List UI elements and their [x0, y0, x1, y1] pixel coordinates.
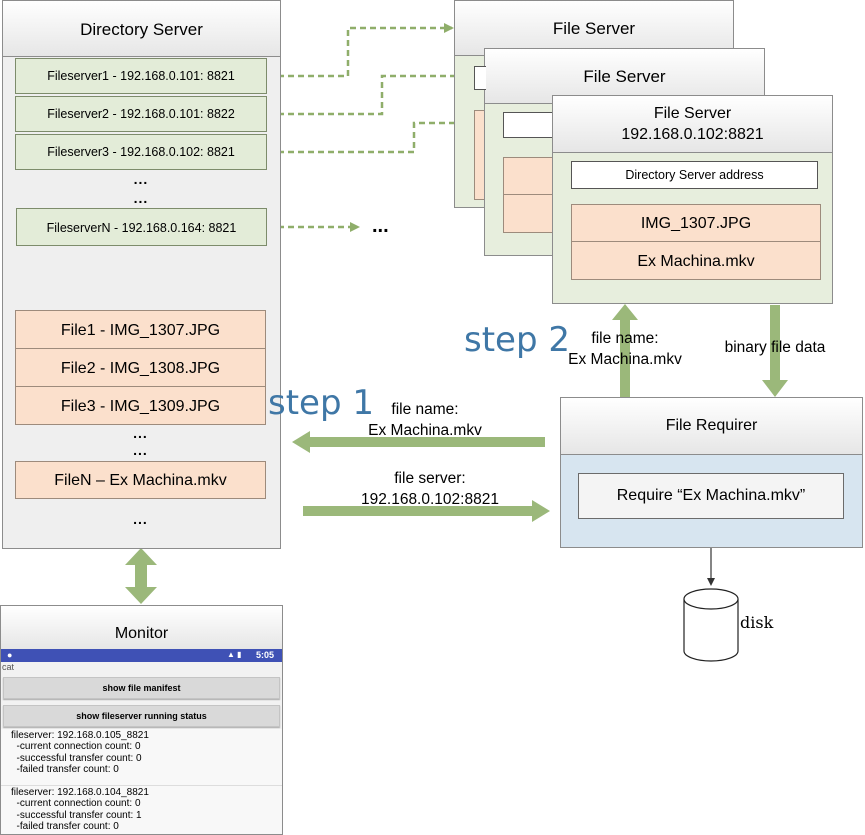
server-status-item: fileserver: 192.168.0.105_8821 -current … [1, 729, 282, 786]
disk-label: disk [740, 613, 774, 632]
registration-arrow-2 [268, 71, 484, 116]
android-status-bar: ● ▲ ▮ 5:05 [1, 649, 282, 662]
file-entry: FileN – Ex Machina.mkv [15, 461, 266, 499]
row-divider [503, 194, 563, 195]
file-server-front-address: 192.168.0.102:8821 [621, 126, 764, 143]
server-status-name: fileserver: 192.168.0.104_8821 [11, 787, 149, 798]
more-servers-ellipsis: ... [372, 215, 389, 237]
fileserver-entry: Fileserver3 - 192.168.0.102: 8821 [15, 134, 267, 170]
disk-icon [683, 588, 739, 662]
server-status-stats: -current connection count: 0 -successful… [16, 798, 142, 832]
step2-request-arrow [612, 304, 638, 397]
step-2-label: step 2 [464, 320, 570, 360]
file-entry: File3 - IMG_1309.JPG [15, 386, 266, 425]
step2-response-label: binary file data [724, 339, 826, 356]
server-status-name: fileserver: 192.168.0.105_8821 [11, 730, 149, 741]
status-time: 5:05 [256, 650, 275, 660]
file-server-front-title: File Server [653, 105, 732, 122]
file-entry: File1 - IMG_1307.JPG [15, 310, 266, 349]
monitor-title: Monitor [0, 605, 283, 649]
fileserver-entry: Fileserver2 - 192.168.0.101: 8822 [15, 96, 267, 132]
step2-response-arrow [762, 305, 788, 397]
signal-battery-icon: ▲ ▮ [227, 650, 242, 659]
file-server-middle-title: File Server [484, 48, 765, 104]
step-1-label: step 1 [268, 383, 374, 423]
ellipsis: ... [133, 425, 148, 441]
server-status-item: fileserver: 192.168.0.104_8821 -current … [1, 786, 282, 834]
notification-icon: ● [7, 650, 13, 660]
file-server-file: IMG_1307.JPG [571, 204, 821, 242]
step1-response-label: file server: 192.168.0.102:8821 [361, 470, 499, 508]
step2-request-label: file name: Ex Machina.mkv [568, 330, 682, 368]
directory-server-address-box: Directory Server address [571, 161, 818, 189]
ellipsis: ... [133, 171, 149, 187]
registration-arrow-1 [268, 23, 454, 78]
file-requirer-title: File Requirer [560, 397, 863, 455]
fileserver-entry: Fileserver1 - 192.168.0.101: 8821 [15, 58, 267, 94]
file-server-back-address-box [474, 66, 486, 90]
app-label: cat [2, 662, 15, 672]
step1-request-label: file name: Ex Machina.mkv [368, 401, 482, 439]
monitor-link-arrow [125, 548, 157, 604]
file-server-file: Ex Machina.mkv [571, 241, 821, 280]
show-fileserver-status-button[interactable]: show fileserver running status [3, 705, 280, 727]
file-server-front-header: File Server 192.168.0.102:8821 [552, 95, 833, 153]
ellipsis: ... [133, 190, 149, 206]
directory-server-title: Directory Server [2, 0, 281, 57]
ellipsis: ... [133, 511, 148, 527]
fileserver-entry: FileserverN - 192.168.0.164: 8821 [16, 208, 267, 246]
show-file-manifest-button[interactable]: show file manifest [3, 677, 280, 699]
step1-response-arrow [303, 500, 550, 522]
step1-request-arrow [292, 431, 545, 453]
ellipsis: ... [133, 442, 148, 458]
file-entry: File2 - IMG_1308.JPG [15, 348, 266, 387]
request-box: Require “Ex Machina.mkv” [578, 473, 844, 519]
file-server-back-title: File Server [454, 0, 734, 56]
server-status-stats: -current connection count: 0 -successful… [16, 741, 142, 775]
